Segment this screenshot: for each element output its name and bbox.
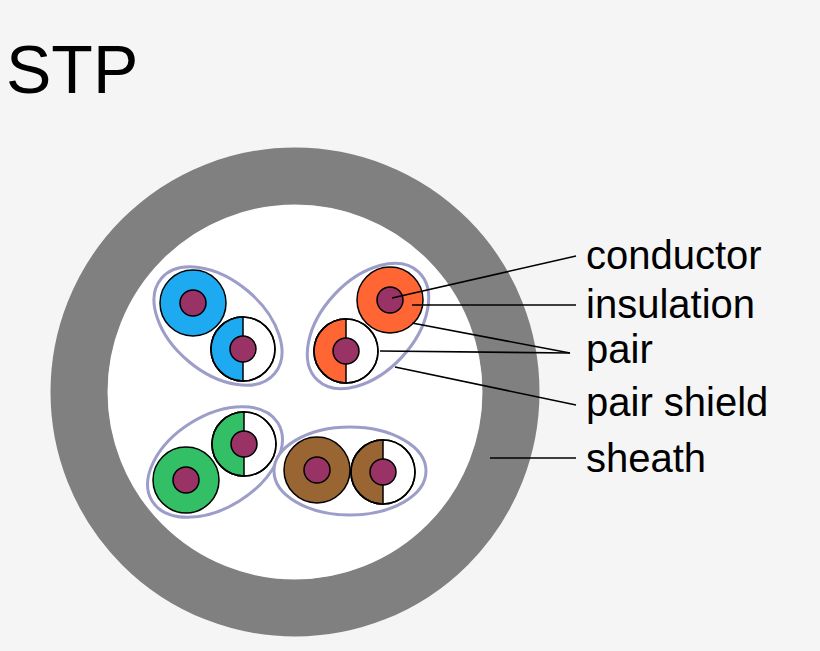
pair-shield — [274, 427, 426, 515]
leader-lines — [380, 256, 576, 458]
leader-line — [490, 457, 576, 459]
wire-insulation — [160, 270, 226, 336]
wire-insulation — [153, 447, 219, 513]
leader-line — [380, 351, 570, 353]
wire-outline — [211, 317, 275, 381]
sheath-ring — [79, 176, 511, 608]
leader-line — [412, 323, 570, 353]
part-label: sheath — [586, 438, 706, 478]
wire-outline — [212, 412, 276, 476]
wire-conductor — [180, 290, 206, 316]
wire-outline — [351, 440, 415, 504]
part-label: pair — [586, 329, 653, 369]
part-label: conductor — [586, 235, 762, 275]
pair-shields — [128, 241, 452, 541]
cable-interior — [108, 205, 482, 579]
wire-outline — [314, 319, 378, 383]
wire-insulation — [211, 317, 275, 381]
wire-conductor — [370, 459, 396, 485]
wire-conductor — [173, 467, 199, 493]
pair-shield — [132, 243, 305, 409]
leader-line — [395, 367, 576, 405]
wire-insulation — [351, 440, 415, 504]
diagram-title: STP — [6, 35, 138, 103]
wires — [153, 267, 423, 513]
wire-conductor — [231, 431, 257, 457]
wire-conductor — [377, 287, 403, 313]
part-label: insulation — [586, 284, 755, 324]
leader-line — [392, 256, 576, 298]
wire-insulation — [314, 319, 378, 383]
wire-insulation — [284, 437, 350, 503]
part-label: pair shield — [586, 382, 768, 422]
wire-conductor — [230, 336, 256, 362]
wire-conductor — [304, 457, 330, 483]
wire-conductor — [333, 338, 359, 364]
leader-line — [412, 304, 576, 306]
wire-insulation — [212, 412, 276, 476]
